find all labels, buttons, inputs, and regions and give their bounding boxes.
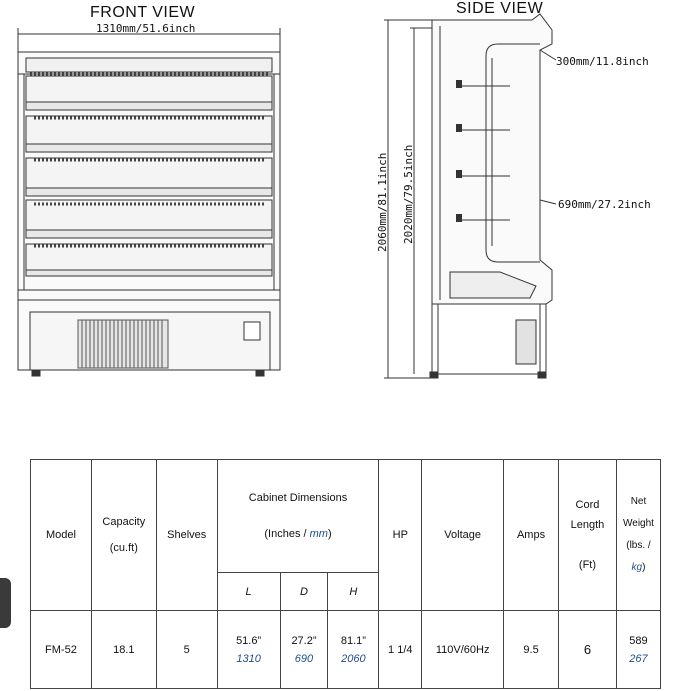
table-dim-subheader-row: L D H <box>31 572 661 611</box>
cell-dim-h: 81.1” 2060 <box>327 610 380 689</box>
header-dim-l: L <box>216 572 281 611</box>
front-width-label: 1310mm/51.6inch <box>96 22 195 35</box>
cell-amps: 9.5 <box>503 610 559 689</box>
spec-table: Model Capacity (cu.ft) Shelves Cabinet Di… <box>30 459 662 689</box>
side-view-title: SIDE VIEW <box>456 0 544 17</box>
header-capacity-label: Capacity <box>102 516 146 528</box>
cell-capacity: 18.1 <box>90 610 157 689</box>
cell-dim-d-inches: 27.2” <box>291 634 317 647</box>
cell-cord-length: 6 <box>557 610 617 689</box>
table-header-row: Model Capacity (cu.ft) Shelves Cabinet Di… <box>30 459 662 611</box>
side-scroll-tab[interactable] <box>0 578 11 628</box>
cell-dim-l: 51.6” 1310 <box>216 610 281 689</box>
header-cabinet-dimensions-label: Cabinet Dimensions <box>248 492 348 504</box>
side-depth-bottom-label: 690mm/27.2inch <box>558 198 651 211</box>
cell-hp: 1 1/4 <box>378 610 423 689</box>
header-cabinet-dimensions: Cabinet Dimensions (Inches / mm) <box>216 459 380 573</box>
side-shelf-brackets <box>456 80 462 222</box>
header-cord-length: Cord Length (Ft) <box>557 459 617 611</box>
header-amps: Amps <box>503 459 559 611</box>
header-dim-h: H <box>327 572 380 611</box>
cell-dim-l-inches: 51.6” <box>236 634 262 647</box>
header-dim-d: D <box>279 572 329 611</box>
header-voltage: Voltage <box>421 459 505 611</box>
table-row: FM-52 18.1 5 51.6” 1310 27.2” 690 81.1” 206… <box>30 610 662 689</box>
front-view-title: FRONT VIEW <box>90 4 196 21</box>
header-net-weight-label: Net Weight <box>623 496 654 529</box>
side-height-outer-label: 2060mm/81.1inch <box>376 153 389 252</box>
cell-dim-h-inches: 81.1” <box>340 634 366 647</box>
side-depth-top-label: 300mm/11.8inch <box>556 55 649 68</box>
cell-dim-d: 27.2” 690 <box>279 610 329 689</box>
header-dim-units: (Inches / mm) <box>264 528 332 540</box>
side-height-inner-label: 2020mm/79.5inch <box>402 145 415 244</box>
front-shelf-grilles <box>30 72 270 248</box>
technical-drawing: 1310mm/51.6inch 3 <box>17 13 651 379</box>
cell-weight-lbs: 589 <box>629 634 648 647</box>
header-model: Model <box>30 459 92 611</box>
cell-dim-h-mm: 2060 <box>341 652 366 665</box>
cell-dim-d-mm: 690 <box>294 652 314 665</box>
cell-model: FM-52 <box>30 610 92 689</box>
header-cord-unit: (Ft) <box>578 559 597 571</box>
header-shelves: Shelves <box>155 459 218 611</box>
header-capacity-unit: (cu.ft) <box>109 542 138 554</box>
header-net-weight: Net Weight (lbs. /kg) <box>615 459 662 611</box>
cell-voltage: 110V/60Hz <box>421 610 505 689</box>
front-vent-grille <box>77 319 169 369</box>
header-capacity: Capacity (cu.ft) <box>90 459 157 611</box>
header-weight-unit: (lbs. /kg) <box>626 540 651 573</box>
cell-dim-l-mm: 1310 <box>236 652 261 665</box>
header-cord-length-label: Cord Length <box>570 499 605 531</box>
cell-shelves: 5 <box>155 610 218 689</box>
header-hp: HP <box>378 459 423 611</box>
cell-weight-kg: 267 <box>629 652 648 665</box>
